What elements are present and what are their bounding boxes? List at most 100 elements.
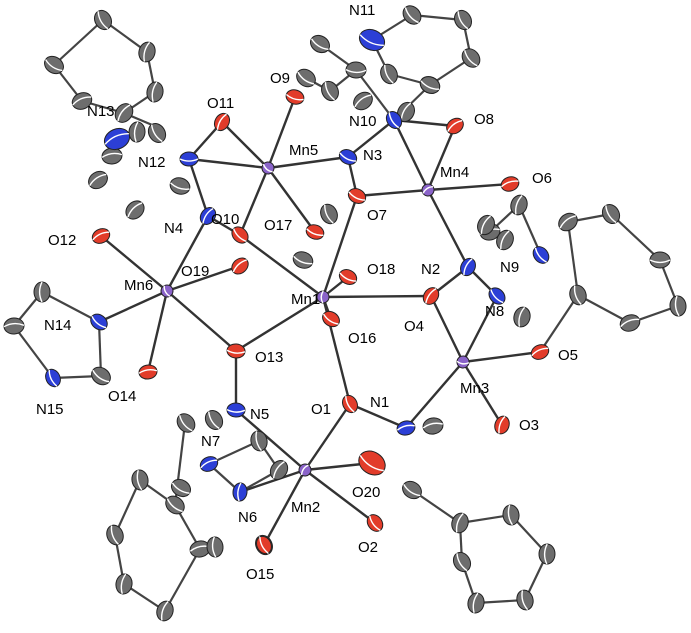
bond-mn5-o17 — [267, 167, 316, 233]
bond-mn1-o7 — [321, 195, 359, 298]
bond-mn6-o14 — [146, 290, 169, 373]
carbon-atom-body — [402, 480, 422, 500]
carbon-atom-body — [88, 170, 108, 190]
atom-n8-octant — [490, 289, 504, 304]
atom-mn1 — [316, 290, 330, 304]
atom-o1-body — [342, 394, 358, 414]
carbon-atom-octant — [457, 11, 469, 30]
carbon-atom — [269, 460, 289, 480]
atom-label-o11: O11 — [207, 95, 234, 112]
carbon-atom-octant — [403, 484, 421, 497]
atom-mn6 — [160, 284, 174, 298]
atom-n13-body — [103, 127, 131, 151]
atom-o9-octant — [285, 93, 304, 101]
atom-label-n6: N6 — [238, 509, 257, 526]
carbon-atom-body — [33, 281, 51, 303]
carbon-atom-body — [250, 430, 268, 452]
ligand-bond — [577, 294, 631, 324]
bond-mn5-o9 — [266, 96, 297, 169]
carbon-atom-body — [558, 212, 578, 232]
carbon-atom — [452, 551, 472, 573]
carbon-atom-octant — [179, 415, 193, 432]
carbon-atom-octant — [559, 215, 577, 229]
carbon-atom — [106, 524, 124, 546]
carbon-atom-octant — [354, 94, 372, 108]
bond-mn3-n8 — [461, 295, 499, 363]
carbon-atom — [115, 573, 133, 595]
carbon-atom-octant — [160, 601, 169, 621]
atom-label-n5: N5 — [250, 406, 269, 423]
carbon-atom-octant — [573, 285, 582, 305]
carbon-atom-octant — [171, 482, 190, 494]
carbon-atom — [71, 92, 93, 110]
carbon-atom — [169, 177, 191, 195]
carbon-atom — [296, 68, 316, 88]
atom-label-mn1: Mn1 — [291, 291, 320, 308]
atom-n14-octant — [91, 316, 107, 329]
carbon-atom — [601, 203, 621, 225]
carbon-atom-body — [321, 80, 339, 102]
carbon-atom-octant — [208, 411, 220, 430]
carbon-atom-octant — [404, 7, 419, 24]
carbon-atom — [502, 504, 520, 526]
atom-o20-body — [358, 450, 386, 476]
carbon-atom-octant — [136, 469, 143, 491]
atom-o20 — [358, 450, 386, 476]
atom-n14-body — [90, 313, 108, 331]
carbon-atom — [467, 592, 485, 614]
carbon-atom — [353, 91, 373, 111]
carbon-atom-octant — [543, 543, 548, 565]
atom-n6 — [232, 482, 248, 502]
atom-o3-octant — [498, 416, 506, 434]
atom-o19-body — [231, 257, 249, 275]
bond-mn2-n5 — [235, 409, 306, 471]
carbon-atom-octant — [151, 124, 163, 143]
carbon-atom — [91, 366, 111, 386]
bond-mn1-o13 — [235, 295, 324, 353]
carbon-atom — [310, 34, 330, 54]
atom-mn6-octant — [163, 285, 171, 297]
bond-mn4-o7 — [356, 188, 429, 198]
atom-label-mn2: Mn2 — [291, 499, 320, 516]
atom-n1-body — [396, 420, 416, 436]
carbon-atom-body — [131, 469, 149, 491]
atom-label-n8: N8 — [485, 303, 504, 320]
carbon-atom-body — [538, 543, 556, 565]
carbon-atom-body — [114, 103, 134, 123]
carbon-atom-octant — [272, 461, 285, 479]
atom-label-o4: O4 — [404, 318, 424, 335]
carbon-atom-body — [296, 68, 316, 88]
carbon-atom-body — [569, 284, 587, 306]
carbon-atom — [321, 80, 339, 102]
atom-n3-octant — [339, 152, 357, 162]
atom-n2-octant — [463, 258, 473, 276]
carbon-atom-octant — [133, 121, 139, 143]
atom-o9 — [285, 89, 305, 105]
carbon-atom — [156, 600, 174, 622]
atom-o14 — [138, 364, 158, 380]
atom-n7 — [199, 456, 219, 472]
atom-n11 — [358, 28, 386, 52]
carbon-atom-body — [106, 524, 124, 546]
carbon-atom — [569, 284, 587, 306]
bond-mn4-n2 — [426, 189, 470, 268]
carbon-atom-octant — [649, 259, 671, 264]
atom-o6-body — [500, 176, 520, 192]
carbon-atom-octant — [293, 255, 313, 265]
atom-o5 — [530, 344, 550, 360]
atom-n1-octant — [396, 424, 415, 431]
ligand-bond — [53, 19, 104, 66]
carbon-atom-octant — [211, 536, 217, 558]
atom-o5-octant — [531, 347, 549, 357]
ligand-bond — [566, 221, 580, 296]
atom-label-o18: O18 — [367, 261, 395, 278]
bond-mn6-n4 — [165, 215, 210, 292]
atom-n8 — [488, 287, 506, 305]
atom-n4 — [199, 207, 217, 225]
carbon-atom-body — [453, 9, 473, 31]
atom-o6-octant — [500, 180, 519, 188]
carbon-atom-octant — [605, 205, 617, 224]
atom-label-n10: N10 — [349, 113, 377, 130]
carbon-atom-body — [467, 592, 485, 614]
atom-n15-octant — [48, 369, 58, 387]
